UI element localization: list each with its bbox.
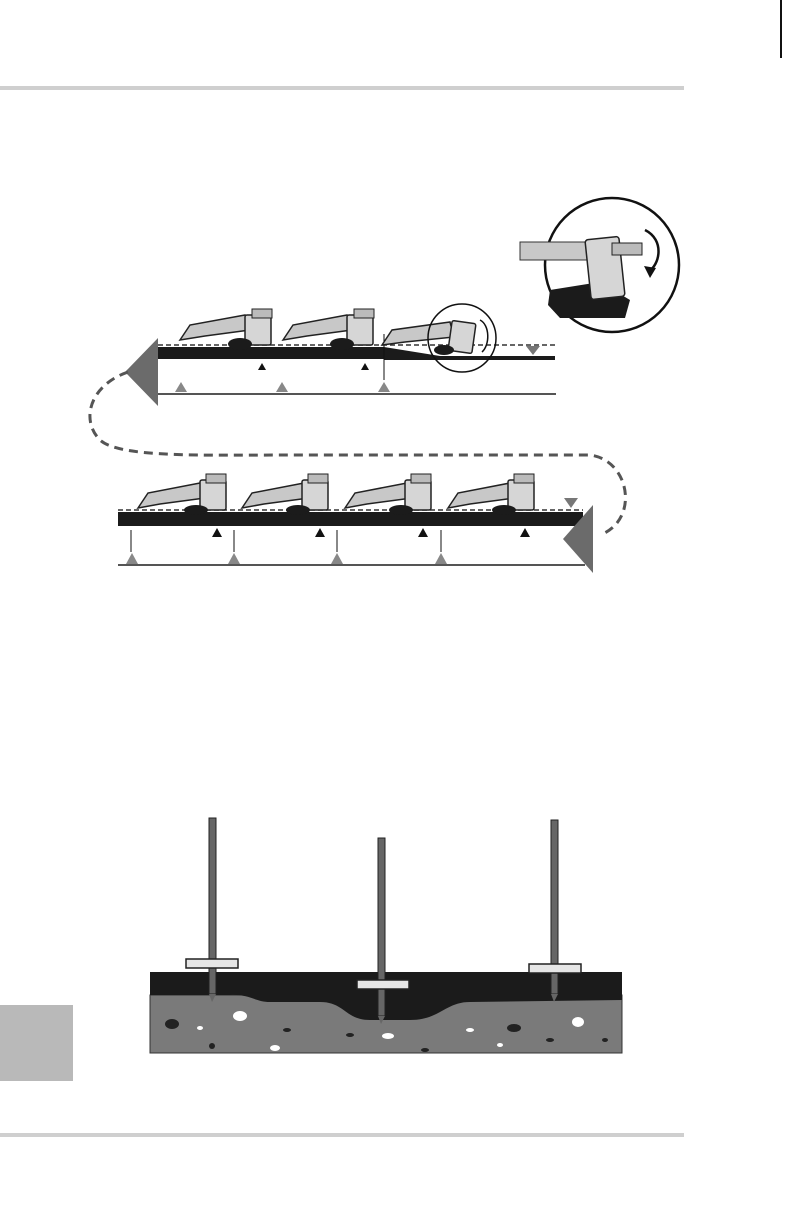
lower-dividers xyxy=(131,530,441,552)
lower-lift-band xyxy=(118,512,583,526)
upper-direction-arrow xyxy=(125,338,158,406)
upper-lift-band xyxy=(158,347,384,359)
compactor-machine-icon xyxy=(345,474,431,515)
header-rule xyxy=(0,86,684,90)
grade-stake-figure xyxy=(150,818,622,1053)
compactor-machine-icon xyxy=(448,474,534,515)
footer-rule xyxy=(0,1133,684,1137)
lower-grade-marker xyxy=(126,553,138,564)
upper-grade-marker xyxy=(175,382,187,392)
tilt-arrow-icon xyxy=(480,320,488,352)
upper-grade-marker xyxy=(276,382,288,392)
lower-grade-marker xyxy=(228,553,240,564)
lower-pass-marker xyxy=(418,528,428,537)
lower-pass-marker xyxy=(520,528,530,537)
upper-level-marker xyxy=(526,346,540,355)
lower-pass-marker xyxy=(315,528,325,537)
upper-grade-marker xyxy=(378,382,390,392)
side-tab xyxy=(0,1005,73,1081)
lower-grade-marker xyxy=(435,553,447,564)
compactor-machine-icon xyxy=(242,474,328,515)
lower-level-marker xyxy=(564,498,578,508)
compaction-pattern-figure xyxy=(90,198,679,573)
lower-pass-marker xyxy=(212,528,222,537)
upper-pass-marker xyxy=(361,363,369,370)
compactor-machine-icon xyxy=(180,309,272,350)
upper-pass-marker xyxy=(258,363,266,370)
header-marker xyxy=(780,0,782,58)
detail-zoom xyxy=(520,198,679,332)
compactor-machine-icon xyxy=(283,309,374,350)
lower-grade-marker xyxy=(331,553,343,564)
compactor-machine-icon xyxy=(138,474,226,515)
